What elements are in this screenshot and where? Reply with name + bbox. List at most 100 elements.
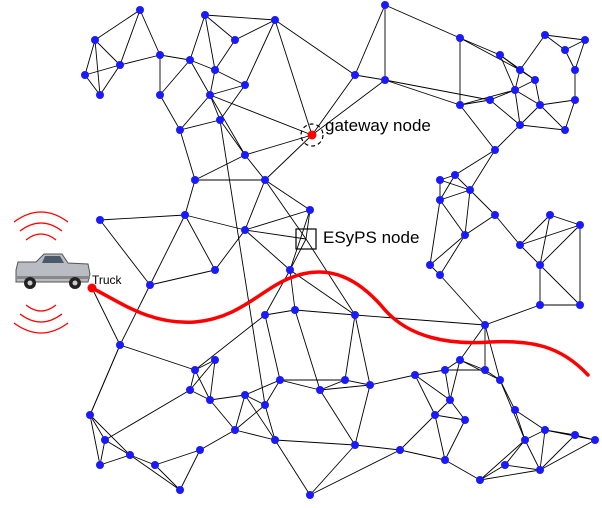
network-link xyxy=(539,214,551,266)
network-link xyxy=(454,149,496,176)
sensor-node xyxy=(396,446,404,454)
sensor-node xyxy=(486,96,494,104)
network-link xyxy=(514,409,546,431)
network-link xyxy=(439,179,471,191)
sensor-node xyxy=(261,311,269,319)
sensor-node xyxy=(366,381,374,389)
sensor-node xyxy=(306,491,314,499)
network-link xyxy=(264,314,281,381)
network-link xyxy=(434,414,466,421)
network-link xyxy=(99,219,151,286)
sensor-node xyxy=(151,461,159,469)
sensor-node xyxy=(436,196,444,204)
sensor-node xyxy=(381,76,389,84)
truck-path xyxy=(90,270,590,377)
network-link xyxy=(184,214,216,271)
sensor-node xyxy=(461,231,469,239)
sensor-node xyxy=(441,456,449,464)
sensor-node xyxy=(241,81,249,89)
sensor-node xyxy=(101,436,109,444)
sensor-node xyxy=(286,266,294,274)
sensor-node xyxy=(126,451,134,459)
network-link xyxy=(344,314,356,381)
network-link xyxy=(539,434,576,471)
network-link xyxy=(289,238,307,271)
network-link xyxy=(234,394,246,431)
sensor-node xyxy=(466,186,474,194)
network-link xyxy=(499,54,516,91)
sensor-nodes xyxy=(81,1,599,499)
sensor-node xyxy=(186,56,194,64)
network-link xyxy=(99,64,121,96)
sensor-node xyxy=(496,51,504,59)
network-link xyxy=(209,69,216,96)
network-link xyxy=(204,14,276,21)
sensor-node xyxy=(206,396,214,404)
sensor-node xyxy=(231,36,239,44)
sensor-node xyxy=(516,121,524,129)
sensor-node xyxy=(511,406,519,414)
esyps-box xyxy=(295,228,317,250)
network-link xyxy=(204,14,216,71)
sensor-node xyxy=(136,6,144,14)
network-link xyxy=(94,9,141,41)
sensor-node xyxy=(231,426,239,434)
network-link xyxy=(194,314,266,371)
esyps-label: ESyPS node xyxy=(323,228,419,247)
sensor-node xyxy=(501,461,509,469)
network-link xyxy=(369,374,416,386)
network-link xyxy=(209,94,313,136)
network-link xyxy=(264,379,281,406)
sensor-node xyxy=(536,261,544,269)
network-link xyxy=(449,359,461,401)
network-link xyxy=(539,439,596,471)
network-link xyxy=(414,374,451,401)
sensor-node xyxy=(521,436,529,444)
network-link xyxy=(89,344,121,416)
sensor-node xyxy=(481,321,489,329)
sensor-node xyxy=(516,66,524,74)
sensor-node xyxy=(456,34,464,42)
network-link xyxy=(89,414,101,466)
network-link xyxy=(354,74,386,81)
network-link xyxy=(311,74,356,136)
network-link xyxy=(469,189,496,216)
sensor-node xyxy=(201,11,209,19)
sensor-node xyxy=(211,266,219,274)
network-link xyxy=(519,124,566,131)
network-link xyxy=(319,379,346,391)
sensor-node xyxy=(351,71,359,79)
network-link xyxy=(139,9,161,56)
network-link xyxy=(159,59,191,96)
sensor-node xyxy=(91,36,99,44)
network-link xyxy=(444,459,481,481)
network-link xyxy=(384,79,461,106)
network-link xyxy=(194,369,211,401)
network-link xyxy=(179,119,221,131)
network-link xyxy=(519,214,551,246)
sensor-node xyxy=(546,211,554,219)
network-link xyxy=(384,4,461,39)
network-link xyxy=(214,39,236,71)
network-link xyxy=(519,34,546,71)
network-link xyxy=(234,19,276,41)
sensor-node xyxy=(576,221,584,229)
network-link xyxy=(179,94,211,131)
network-link xyxy=(439,189,471,201)
network-link xyxy=(429,234,466,266)
network-link xyxy=(354,314,486,326)
sensor-node xyxy=(576,301,584,309)
pickup-truck-icon xyxy=(15,253,91,289)
network-link xyxy=(429,199,441,266)
network-link xyxy=(179,129,196,181)
network-link xyxy=(544,34,566,51)
network-link xyxy=(384,79,491,101)
sensor-node xyxy=(181,211,189,219)
network-link xyxy=(179,449,201,491)
network-link xyxy=(504,464,541,471)
network-link xyxy=(244,154,266,181)
network-link xyxy=(574,39,586,71)
network-link xyxy=(305,238,356,316)
network-link xyxy=(459,359,501,381)
